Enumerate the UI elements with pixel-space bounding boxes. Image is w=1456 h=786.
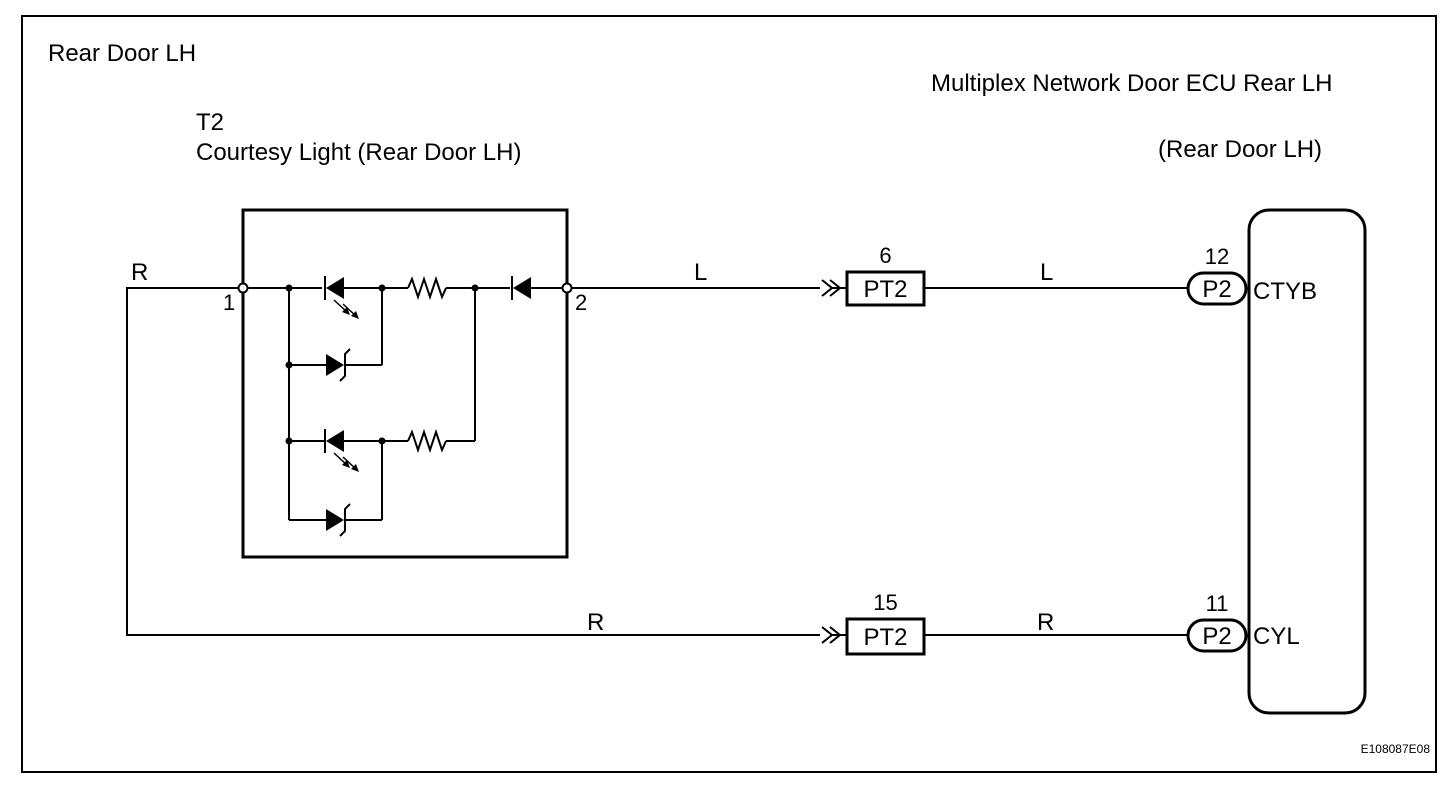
- ecu-name: Multiplex Network Door ECU Rear LH: [931, 70, 1332, 97]
- terminal-pin-2: [561, 282, 573, 294]
- zener-diode-icon: [289, 288, 383, 382]
- wire-color-label: L: [1040, 259, 1053, 286]
- led-icon: [289, 429, 382, 472]
- connector-pin-number: 11: [1206, 591, 1229, 616]
- resistor-icon: [382, 275, 510, 301]
- ecu-connector-p2: [1186, 271, 1248, 306]
- ecu-signal-name: CTYB: [1253, 278, 1317, 305]
- wire-r-left: [126, 287, 820, 636]
- connector-name: PT2: [863, 624, 907, 651]
- courtesy-light-circuit: [247, 275, 563, 537]
- courtesy-light-box: [241, 208, 569, 559]
- ecu-signal-name: CYL: [1253, 623, 1300, 650]
- ecu-location: (Rear Door LH): [1158, 136, 1322, 163]
- component-code: T2: [196, 109, 224, 136]
- connector-name: P2: [1202, 276, 1231, 303]
- resistor-icon: [382, 428, 475, 454]
- led-icon: [324, 276, 382, 319]
- diode-icon: [511, 276, 563, 300]
- connector-pin-number: 15: [873, 590, 897, 615]
- connector-name: PT2: [863, 276, 907, 303]
- wire-color-label: R: [131, 259, 148, 286]
- connector-pin-number: 6: [879, 243, 891, 268]
- pin-number: 1: [223, 290, 235, 315]
- connector-name: P2: [1202, 623, 1231, 650]
- junction-connector-pt2: [845, 617, 926, 656]
- pin-number: 2: [575, 290, 587, 315]
- section-title: Rear Door LH: [48, 40, 196, 67]
- terminal-pin-1: [237, 282, 249, 294]
- wire-color-label: R: [1037, 609, 1054, 636]
- connector-arrow-icon: [821, 279, 846, 297]
- connector-arrow-icon: [821, 626, 846, 644]
- wire-color-label: L: [694, 259, 707, 286]
- ecu-box: [1247, 208, 1367, 715]
- figure-id: E108087E08: [1361, 742, 1431, 756]
- connector-pin-number: 12: [1205, 244, 1229, 269]
- ecu-connector-p2: [1186, 618, 1248, 653]
- junction-connector-pt2: [845, 270, 926, 307]
- diagram-frame: [21, 15, 1437, 773]
- zener-diode-icon: [289, 441, 383, 537]
- wire-color-label: R: [587, 609, 604, 636]
- component-name: Courtesy Light (Rear Door LH): [196, 139, 521, 166]
